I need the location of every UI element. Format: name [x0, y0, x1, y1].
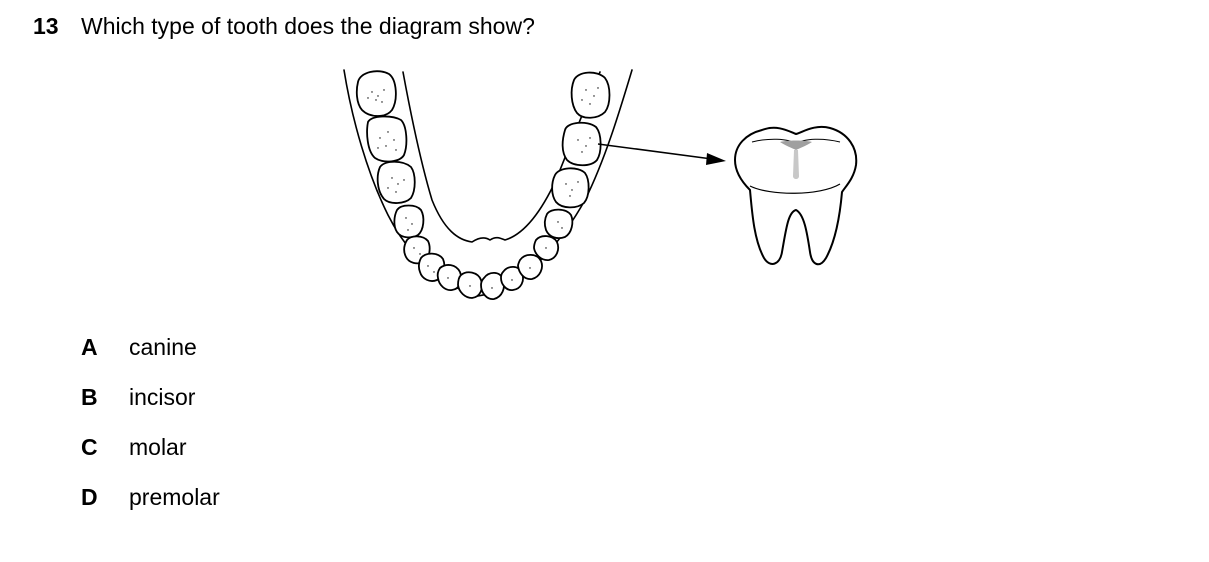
option-letter: D [81, 484, 98, 510]
tooth-texture-dots [367, 87, 599, 289]
right-molar-2 [561, 121, 602, 167]
left-molar-1 [376, 160, 416, 204]
pointer-arrow [597, 143, 726, 165]
option-b[interactable]: B incisor [81, 383, 381, 433]
option-text: incisor [129, 384, 196, 410]
question-text: Which type of tooth does the diagram sho… [81, 13, 535, 39]
right-molar-3 [570, 71, 611, 119]
answer-options: A canine B incisor C molar D premolar [81, 333, 381, 533]
crown-line [749, 183, 841, 194]
option-d[interactable]: D premolar [81, 483, 381, 533]
right-incisor-1 [480, 271, 505, 300]
right-premolar-2 [544, 208, 574, 240]
option-letter: C [81, 434, 98, 460]
teeth-right-row [480, 71, 611, 300]
option-letter: B [81, 384, 98, 410]
left-premolar-2 [393, 204, 425, 239]
option-text: canine [129, 334, 197, 360]
question-number: 13 [33, 13, 59, 39]
tooth-diagram [343, 69, 858, 300]
option-letter: A [81, 334, 98, 360]
left-molar-3 [355, 70, 397, 117]
option-a[interactable]: A canine [81, 333, 381, 383]
left-molar-2 [366, 115, 408, 163]
teeth-left-row [355, 70, 483, 299]
option-text: premolar [129, 484, 220, 510]
option-text: molar [129, 434, 187, 460]
molar-outline [734, 125, 858, 266]
molar-pulp [780, 140, 812, 179]
option-c[interactable]: C molar [81, 433, 381, 483]
left-incisor-2 [436, 264, 463, 291]
right-canine [517, 253, 543, 280]
left-incisor-1 [457, 271, 483, 299]
enlarged-molar [734, 125, 858, 266]
right-molar-1 [551, 167, 590, 209]
